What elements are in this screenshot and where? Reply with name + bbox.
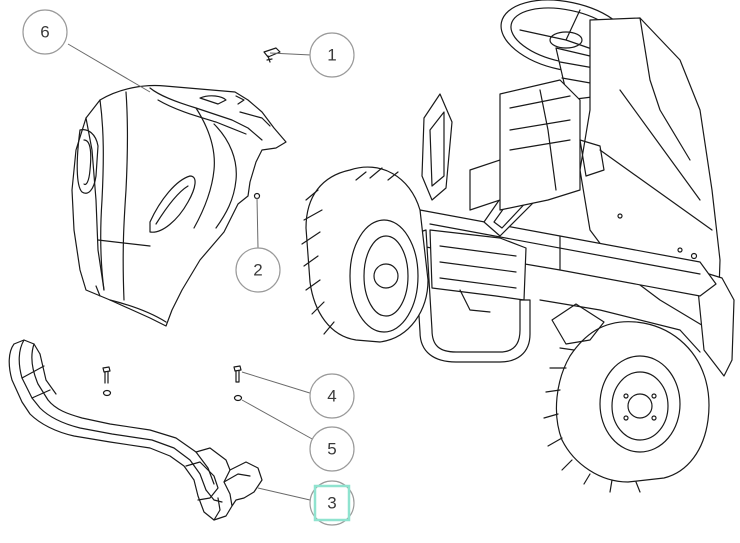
screw-part-1	[263, 47, 281, 63]
svg-text:4: 4	[327, 387, 336, 406]
callout-3-highlight	[313, 484, 351, 522]
bolt-part-4	[102, 365, 242, 384]
bumper-frame-part-3	[8, 339, 263, 521]
nut-part-5	[102, 389, 243, 402]
svg-text:5: 5	[327, 440, 336, 459]
hood-part	[71, 84, 287, 327]
svg-text:1: 1	[327, 46, 336, 65]
callout-1[interactable]: 1	[309, 32, 355, 78]
callout-5[interactable]: 5	[309, 426, 355, 472]
svg-text:2: 2	[253, 261, 262, 280]
tractor-body	[301, 0, 735, 493]
svg-text:3: 3	[327, 494, 336, 513]
callout-4[interactable]: 4	[309, 373, 355, 419]
svg-text:6: 6	[40, 23, 49, 42]
callout-3[interactable]: 3	[309, 480, 355, 526]
leader-lines	[67, 43, 315, 501]
nut-part-2	[253, 192, 261, 200]
callout-2[interactable]: 2	[235, 247, 281, 293]
callout-6[interactable]: 6	[22, 9, 68, 55]
